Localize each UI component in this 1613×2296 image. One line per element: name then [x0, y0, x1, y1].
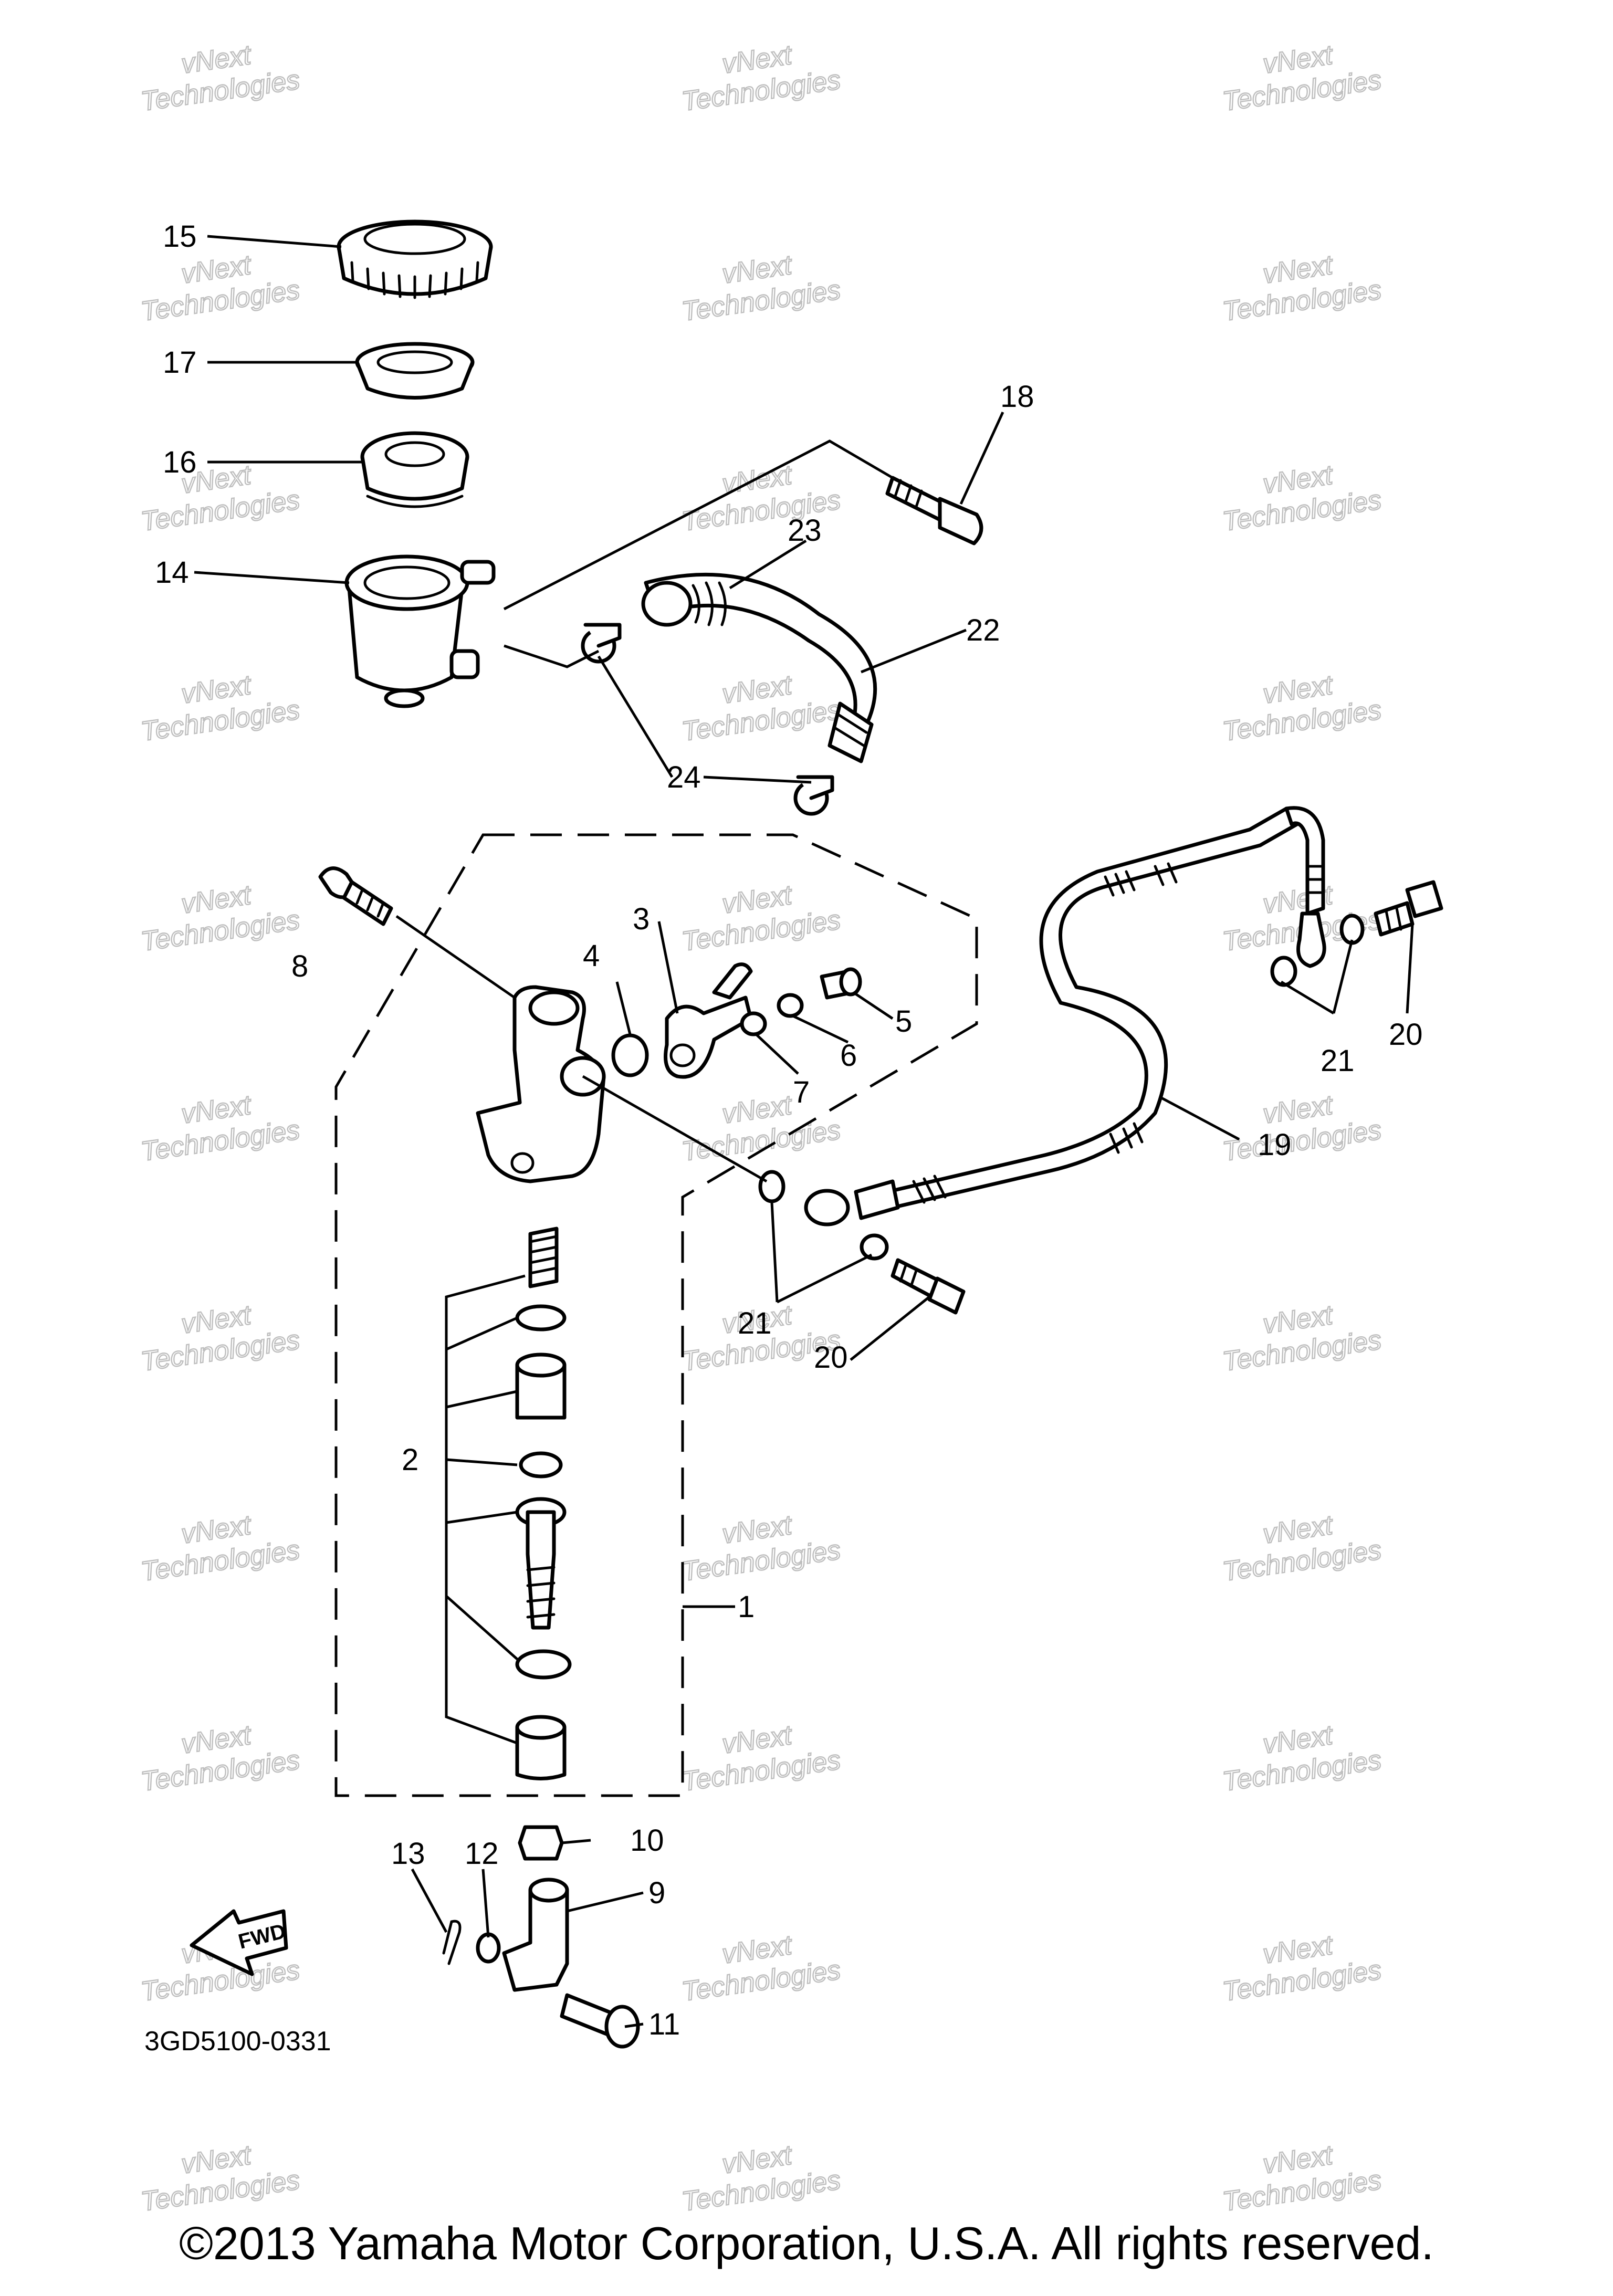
callout-8: 8 — [291, 949, 308, 983]
washer-21-d — [860, 1233, 889, 1261]
callout-10: 10 — [630, 1823, 664, 1858]
callout-13: 13 — [391, 1837, 425, 1871]
callout-12: 12 — [465, 1837, 499, 1871]
fwd-arrow: FWD — [190, 1909, 288, 1976]
clevis — [502, 1878, 569, 1992]
diaphragm — [360, 431, 469, 508]
callout-22: 22 — [966, 613, 1000, 647]
callout-labels: 15 17 16 14 18 23 22 24 3 4 8 5 6 7 19 2… — [144, 219, 1423, 2057]
clevis-nut — [518, 1825, 564, 1861]
cylinder-bolt — [318, 866, 393, 926]
clevis-washer — [476, 1932, 501, 1964]
callout-4: 4 — [583, 939, 600, 973]
joint-screw — [820, 967, 862, 1000]
cotter-pin — [442, 1920, 462, 1965]
callout-14: 14 — [155, 555, 189, 590]
callout-21-upper: 21 — [1321, 1044, 1355, 1078]
diaphragm-plate — [355, 342, 475, 400]
washer-21-b — [1270, 956, 1297, 987]
washer-21-c — [758, 1170, 785, 1203]
master-cylinder-body — [476, 985, 606, 1183]
joint-washer-6 — [777, 993, 804, 1018]
washer-21-a — [1339, 914, 1365, 945]
callout-17: 17 — [163, 345, 197, 380]
reservoir-cap — [337, 219, 493, 299]
callout-1: 1 — [738, 1590, 755, 1624]
reservoir-hose — [641, 572, 877, 763]
callout-23: 23 — [788, 513, 822, 548]
reservoir-bolt — [885, 476, 983, 546]
diagram-code: 3GD5100-0331 — [144, 2026, 331, 2057]
callout-2: 2 — [402, 1443, 418, 1477]
callout-24: 24 — [667, 760, 701, 794]
clevis-pin — [560, 1993, 640, 2049]
callout-16: 16 — [163, 445, 197, 479]
callout-18: 18 — [1000, 380, 1034, 414]
callout-9: 9 — [648, 1876, 665, 1910]
callout-11: 11 — [648, 2007, 680, 2041]
callout-6: 6 — [840, 1039, 857, 1073]
assembly-boundary — [334, 833, 978, 1797]
reservoir — [344, 554, 496, 708]
callout-3: 3 — [633, 902, 650, 936]
cylinder-kit — [515, 1226, 572, 1780]
union-bolt-lower — [891, 1258, 966, 1315]
callout-5: 5 — [895, 1004, 912, 1039]
union-bolt-right — [1374, 880, 1443, 937]
hose-joint — [664, 962, 753, 1079]
callout-21-lower: 21 — [738, 1306, 772, 1340]
callout-19: 19 — [1258, 1128, 1292, 1162]
callout-20-upper: 20 — [1389, 1018, 1423, 1052]
brake-hose — [804, 806, 1326, 1226]
o-ring — [611, 1033, 649, 1077]
callout-7: 7 — [793, 1075, 810, 1109]
copyright-notice: ©2013 Yamaha Motor Corporation, U.S.A. A… — [179, 2217, 1434, 2269]
joint-washer-7 — [740, 1011, 767, 1036]
callout-15: 15 — [163, 219, 197, 254]
callout-20-lower: 20 — [814, 1340, 848, 1375]
leader-lines — [194, 235, 1414, 2028]
